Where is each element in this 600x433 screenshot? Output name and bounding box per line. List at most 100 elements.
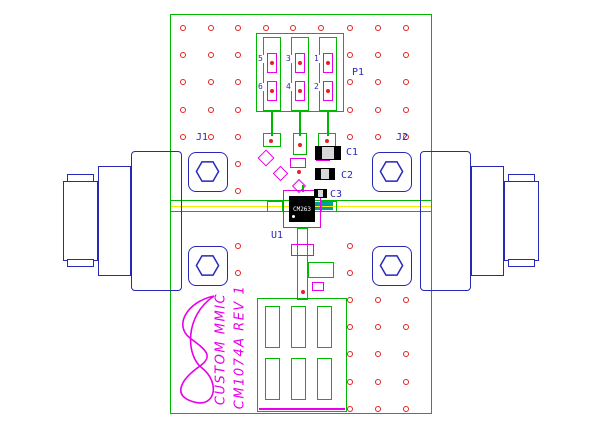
p1-pad-dot bbox=[270, 61, 274, 65]
p1-pad-dot bbox=[326, 61, 330, 65]
via bbox=[235, 106, 241, 113]
j2-body bbox=[471, 166, 504, 276]
u1-bottom-silk-rect bbox=[291, 244, 314, 256]
u1-refdes-label: U1 bbox=[271, 230, 284, 241]
board-outline bbox=[170, 14, 432, 414]
ground-pad-slot bbox=[291, 306, 306, 348]
c2-body bbox=[315, 168, 335, 180]
j2-refdes-label: J2 bbox=[396, 132, 409, 143]
j2-mounting-hole bbox=[372, 152, 412, 192]
u1-part-marking: CM263 bbox=[292, 205, 312, 213]
ground-pad-outline bbox=[257, 298, 347, 412]
via bbox=[180, 133, 186, 140]
via bbox=[403, 52, 409, 59]
u1-bottom-silk-rect bbox=[312, 282, 324, 291]
bias-network-via-dot bbox=[269, 139, 273, 143]
via bbox=[375, 297, 381, 303]
hex-nut-icon bbox=[379, 255, 404, 276]
via bbox=[180, 106, 186, 113]
via bbox=[375, 378, 381, 385]
via bbox=[207, 25, 214, 31]
via bbox=[375, 106, 381, 113]
p1-refdes-label: P1 bbox=[352, 67, 365, 78]
via bbox=[235, 188, 241, 195]
bias-network-pad bbox=[293, 133, 307, 155]
j1-body bbox=[98, 166, 131, 276]
j2-nut-flat bbox=[508, 174, 535, 182]
p1-pad bbox=[267, 81, 277, 101]
via bbox=[180, 25, 186, 31]
p1-pad bbox=[323, 81, 333, 101]
c1-body bbox=[315, 146, 341, 160]
p1-pad-column bbox=[319, 37, 337, 111]
p1-pad-dot bbox=[326, 89, 330, 93]
u1-bottom-trace bbox=[297, 228, 308, 300]
via bbox=[375, 133, 381, 140]
via bbox=[403, 324, 409, 331]
u1-side-pad bbox=[267, 201, 283, 212]
via bbox=[207, 79, 214, 86]
bias-network-trace bbox=[302, 185, 304, 192]
via bbox=[403, 297, 409, 303]
via bbox=[207, 133, 214, 140]
via bbox=[403, 25, 409, 31]
c3-refdes-label: C3 bbox=[330, 189, 343, 200]
bias-network-pad bbox=[263, 133, 281, 147]
via bbox=[403, 405, 409, 412]
bias-network-via-dot bbox=[298, 143, 302, 147]
via bbox=[180, 52, 186, 59]
via bbox=[375, 324, 381, 331]
p1-stub-trace bbox=[299, 112, 301, 136]
capacitor-terminal bbox=[315, 190, 318, 197]
capacitor-terminal bbox=[316, 147, 322, 159]
via bbox=[347, 405, 353, 412]
via bbox=[375, 351, 381, 358]
j2-mounting-hole bbox=[372, 246, 412, 286]
capacitor-terminal bbox=[316, 169, 321, 179]
p1-stub-trace bbox=[271, 112, 273, 136]
via bbox=[347, 324, 353, 331]
p1-stub-trace bbox=[327, 112, 329, 136]
ground-pad-slot bbox=[265, 358, 280, 400]
c3-body bbox=[314, 189, 327, 198]
ground-pad-silk-line bbox=[259, 408, 345, 410]
u1-bottom-branch-pad bbox=[308, 262, 334, 278]
via bbox=[403, 106, 409, 113]
capacitor-terminal bbox=[329, 169, 334, 179]
silkscreen-flourish bbox=[180, 295, 215, 404]
via bbox=[235, 133, 241, 140]
via bbox=[347, 242, 353, 249]
via bbox=[347, 25, 353, 31]
u1-courtyard bbox=[283, 190, 321, 228]
via bbox=[290, 25, 296, 31]
capacitor-dielectric bbox=[321, 169, 329, 179]
hex-nut-icon bbox=[195, 255, 220, 276]
ground-pad-slot bbox=[291, 358, 306, 400]
p1-housing-outline bbox=[256, 33, 344, 112]
u1-pin1-dot bbox=[292, 215, 295, 218]
j1-mounting-hole bbox=[188, 246, 228, 286]
via bbox=[375, 25, 381, 31]
u1-chip-body: CM263 bbox=[289, 196, 315, 222]
ground-pad-slot bbox=[265, 306, 280, 348]
via bbox=[347, 79, 353, 86]
p1-pin-number: 5 bbox=[257, 54, 264, 63]
p1-pin-number: 3 bbox=[285, 54, 292, 63]
c2-refdes-label: C2 bbox=[341, 170, 354, 181]
p1-pad-column bbox=[263, 37, 281, 111]
j1-nut-flat bbox=[67, 259, 94, 267]
silkscreen-text-line1: CUSTOM MMIC bbox=[213, 292, 229, 406]
j1-flange bbox=[131, 151, 182, 291]
p1-pin-number: 6 bbox=[257, 82, 264, 91]
p1-pin-number: 1 bbox=[313, 54, 320, 63]
via bbox=[347, 269, 353, 276]
j2-nut bbox=[504, 181, 539, 261]
via bbox=[403, 351, 409, 358]
ground-pad-slot bbox=[317, 306, 332, 348]
p1-pad-column bbox=[291, 37, 309, 111]
via bbox=[235, 269, 241, 276]
via bbox=[235, 25, 241, 31]
hex-nut-icon bbox=[195, 161, 220, 182]
j1-mounting-hole bbox=[188, 152, 228, 192]
